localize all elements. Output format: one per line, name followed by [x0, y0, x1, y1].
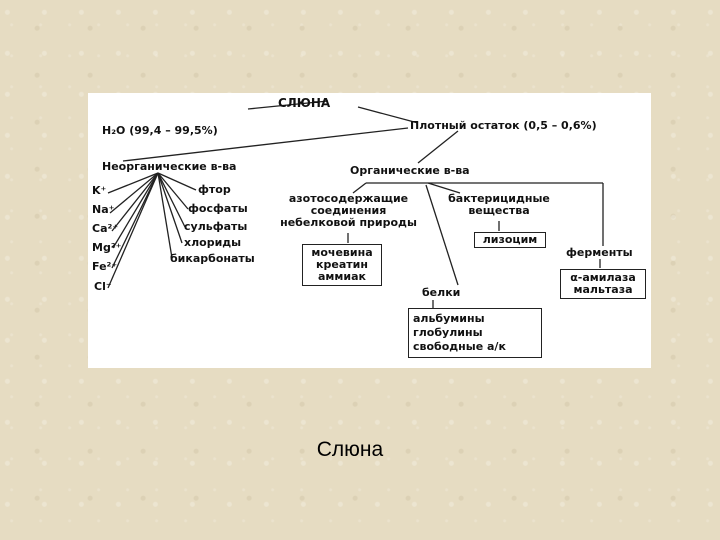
nitrogen-item: аммиак	[317, 270, 366, 283]
nitrogen-item: креатин	[316, 258, 368, 271]
connector-lines	[107, 100, 604, 308]
line-residue-organic	[417, 130, 459, 164]
line-root-right	[357, 106, 419, 124]
protein-item: альбумины	[413, 312, 485, 325]
nitrogen-label-line: небелковой природы	[280, 216, 417, 229]
diagram-panel: СЛЮНА H₂O (99,4 – 99,5%) Плотный остаток…	[88, 93, 651, 368]
ion-item: K⁺	[92, 184, 107, 197]
dry-residue-label: Плотный остаток (0,5 – 0,6%)	[410, 119, 597, 132]
water-label: H₂O (99,4 – 99,5%)	[102, 124, 218, 137]
anion-item: бикарбонаты	[170, 252, 255, 265]
nitrogen-label-line: соединения	[310, 204, 387, 217]
bactericidal-label: бактерицидные вещества	[444, 193, 554, 217]
ion-item: Fe²⁺	[92, 260, 118, 273]
protein-item: глобулины	[413, 326, 483, 339]
ion-item: Na⁺	[92, 203, 115, 216]
anion-item: хлориды	[184, 236, 242, 249]
ion-item: Cl⁻	[94, 280, 112, 293]
anion-item: сульфаты	[184, 220, 248, 233]
line-root-left	[247, 100, 329, 110]
enzymes-box: α-амилаза мальтаза	[560, 269, 646, 299]
line-residue-inorganic	[122, 127, 409, 162]
anion-item: фтор	[198, 183, 231, 196]
organic-label: Органические в-ва	[350, 164, 470, 177]
ion-item: Ca²⁺	[92, 222, 119, 235]
slide-caption: Слюна	[316, 438, 384, 461]
proteins-box: альбумины глобулины свободные а/к	[408, 308, 542, 358]
anion-item: фосфаты	[188, 202, 248, 215]
enzymes-label: ферменты	[566, 246, 633, 259]
root-label: СЛЮНА	[278, 96, 331, 110]
nitrogen-items-box: мочевина креатин аммиак	[302, 244, 382, 286]
bactericidal-label-line: вещества	[468, 204, 530, 217]
bactericidal-item: лизоцим	[482, 233, 538, 246]
enzyme-item: мальтаза	[573, 283, 633, 296]
proteins-label: белки	[422, 286, 461, 299]
nitrogen-item: мочевина	[311, 246, 373, 259]
lysozyme-box: лизоцим	[474, 232, 546, 248]
nitrogen-compounds-label: азотосодержащие соединения небелковой пр…	[271, 193, 426, 229]
inorganic-label: Неорганические в-ва	[102, 160, 237, 173]
enzyme-item: α-амилаза	[570, 271, 636, 284]
nitrogen-label-line: азотосодержащие	[288, 192, 409, 205]
ion-item: Mg²⁺	[92, 241, 122, 254]
bactericidal-label-line: бактерицидные	[448, 192, 550, 205]
protein-item: свободные а/к	[413, 340, 506, 353]
